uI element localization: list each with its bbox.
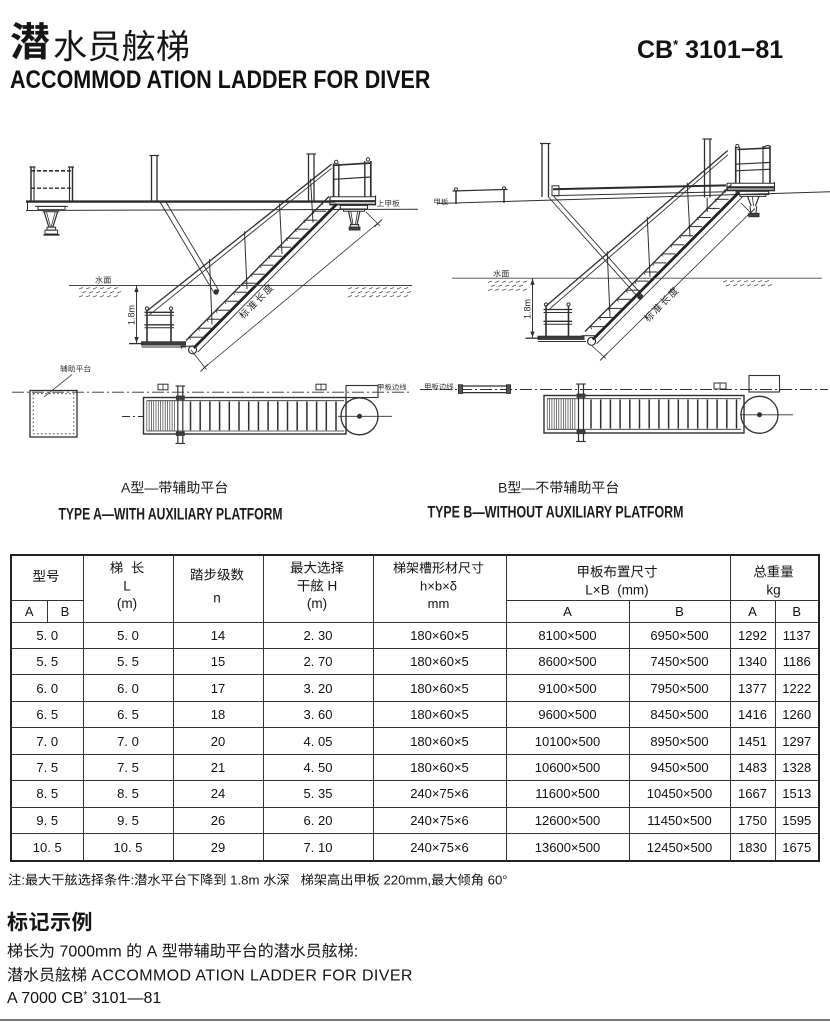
svg-text:7000mm: 7000mm xyxy=(55,944,126,961)
svg-text:TYPE A—WITH AUXILIARY PLATFORM: TYPE A—WITH AUXILIARY PLATFORM xyxy=(59,505,283,524)
svg-text:H: H xyxy=(324,579,338,594)
svg-text:—: — xyxy=(144,480,158,496)
svg-text:h×b×δ: h×b×δ xyxy=(420,579,457,594)
svg-text::: : xyxy=(21,873,25,888)
svg-text::: : xyxy=(354,944,358,961)
svg-text:ACCOMMOD ATION LADDER FOR DIVE: ACCOMMOD ATION LADDER FOR DIVER xyxy=(91,968,412,985)
svg-text:60°: 60° xyxy=(484,873,508,888)
svg-text:A: A xyxy=(142,944,162,961)
svg-text::: : xyxy=(130,873,134,888)
svg-text:1.8m: 1.8m xyxy=(127,305,137,325)
svg-text:1.8m: 1.8m xyxy=(227,873,264,888)
svg-text:—: — xyxy=(521,480,535,496)
svg-text:(m): (m) xyxy=(307,596,327,611)
svg-text:L: L xyxy=(123,579,131,594)
svg-text:mm: mm xyxy=(428,596,450,611)
svg-text:L×B (mm): L×B (mm) xyxy=(585,583,648,598)
svg-text:B: B xyxy=(498,480,507,496)
svg-text:n: n xyxy=(213,591,221,606)
svg-text:A: A xyxy=(121,480,131,496)
svg-text:TYPE B—WITHOUT AUXILIARY PLATF: TYPE B—WITHOUT AUXILIARY PLATFORM xyxy=(428,503,684,522)
svg-text:1.8m: 1.8m xyxy=(523,299,533,319)
svg-text:kg: kg xyxy=(766,583,780,598)
svg-text:220mm,: 220mm, xyxy=(380,873,431,888)
svg-text:(m): (m) xyxy=(117,596,137,611)
